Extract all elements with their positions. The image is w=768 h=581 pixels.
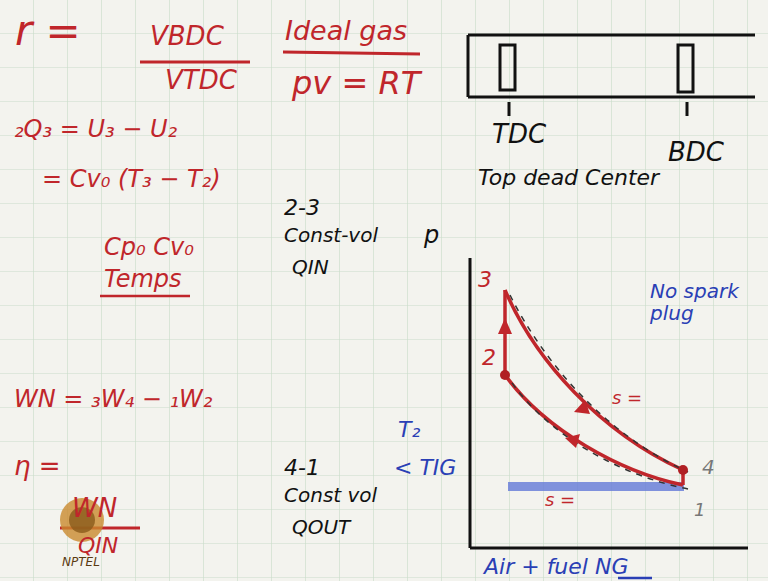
state-point [500, 370, 688, 475]
process-label: 2-3 [284, 196, 320, 220]
underline [283, 52, 420, 54]
arrowhead [498, 318, 590, 448]
state-number: 3 [478, 268, 492, 292]
equation: WN [72, 494, 117, 523]
equation: ₂Q₃ = U₃ − U₂ [14, 116, 177, 142]
note-text: Air + fuel NG [484, 555, 628, 579]
heat-label: QIN [292, 256, 329, 278]
underline [100, 295, 190, 298]
equation: = Cv₀ (T₃ − T₂) [42, 166, 221, 192]
note-text: Cp₀ Cv₀ [104, 234, 194, 260]
dashed-curve [510, 295, 688, 489]
note-text: Top dead Center [478, 166, 659, 190]
position-label: BDC [668, 138, 724, 167]
equation: η = [14, 452, 61, 481]
heat-label: QOUT [292, 516, 350, 538]
cylinder [468, 35, 755, 116]
heading-note: Ideal gas [285, 16, 407, 46]
process-label: 4-1 [284, 456, 320, 480]
watermark: NPTEL [62, 556, 100, 569]
process-label: Const-vol [284, 224, 378, 246]
equation: QIN [78, 534, 118, 558]
state-number: 1 [694, 500, 705, 520]
entropy-note: s = [612, 388, 642, 408]
volume-term: VTDC [165, 66, 237, 95]
temperature-label: T₂ [398, 418, 420, 442]
ratio-symbol: r = [15, 8, 81, 54]
fraction-bar [140, 61, 250, 64]
note-text: Temps [104, 266, 182, 292]
position-label: TDC [492, 120, 546, 149]
note-text: No spark plug [650, 280, 750, 324]
state-number: 4 [702, 456, 715, 478]
equation: WN = ₃W₄ − ₁W₂ [14, 386, 212, 412]
process-label: Const vol [284, 484, 377, 506]
axis-label: p [424, 222, 439, 248]
temperature-label: < TIG [394, 456, 456, 480]
equation: pv = RT [292, 66, 420, 101]
volume-term: VBDC [150, 22, 224, 51]
entropy-note: s = [545, 490, 575, 510]
state-number: 2 [482, 346, 496, 370]
intake-band [508, 482, 684, 491]
